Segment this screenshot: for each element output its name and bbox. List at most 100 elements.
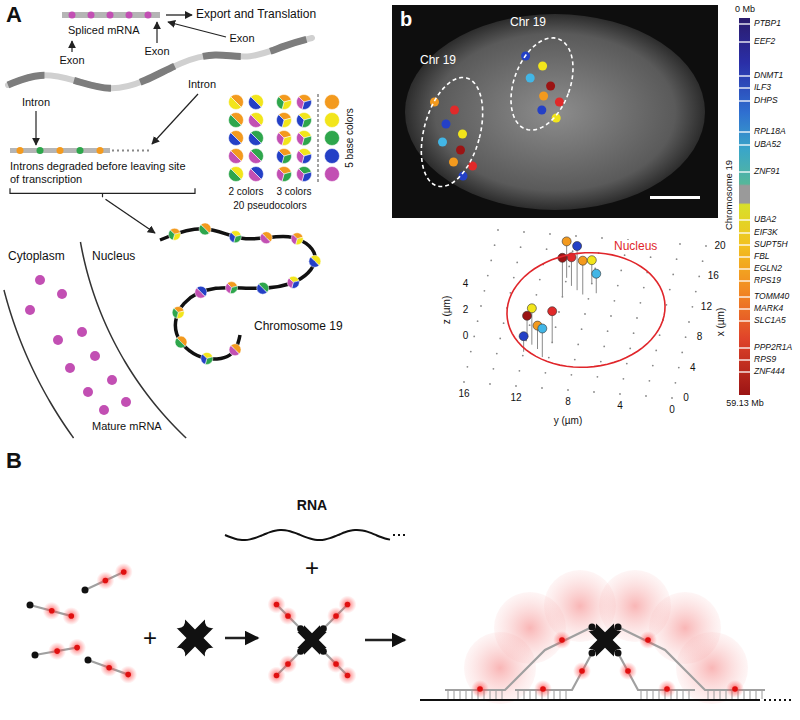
gene-tick (739, 23, 750, 24)
fluor-glow (268, 666, 286, 684)
part-label: Intron (22, 96, 50, 109)
color-code-dot (293, 163, 314, 184)
base-pair (750, 691, 751, 699)
mature-mrna-dot (77, 327, 87, 337)
gene-name: MARK4 (754, 304, 783, 314)
color-code-dot (245, 163, 266, 184)
grid-dot (636, 317, 638, 319)
gene-name: EEF2 (754, 37, 775, 47)
gene-name: UBA52 (754, 140, 781, 150)
grid-dot (463, 381, 465, 383)
color-code-dot (306, 253, 323, 270)
biotin-end (615, 624, 622, 631)
scaffold-protein (580, 615, 631, 666)
gene-tick (739, 371, 750, 372)
biotin-end (27, 602, 34, 609)
fluor-glow (534, 680, 552, 698)
probe-dot (88, 12, 95, 19)
color-code-dot (273, 163, 294, 184)
grid-dot (499, 338, 501, 340)
grid-dot (480, 305, 482, 307)
color-code-dot (273, 91, 294, 112)
grid-dot (649, 380, 651, 382)
grid-dot (565, 281, 567, 283)
gene-tick (739, 359, 750, 360)
fish-spot (456, 146, 465, 155)
leader-arrow (106, 199, 156, 233)
locus-dot (523, 311, 532, 320)
fish-spot (555, 98, 564, 107)
grid-dot (572, 250, 574, 252)
locus-dot (519, 332, 528, 341)
color-code-dot (273, 145, 294, 166)
gene-tick (739, 244, 750, 245)
oligo-probe (618, 627, 765, 690)
color-code-dot (285, 274, 302, 291)
gene-tick (739, 320, 750, 321)
path-part (293, 115, 306, 128)
color-code-dot (225, 109, 246, 130)
group-label: 5 base colors (344, 108, 356, 167)
fluor-glow (639, 631, 657, 649)
grid-dot (490, 260, 492, 262)
grid-dot (497, 229, 499, 231)
axis-title: y (µm) (554, 415, 583, 427)
base-pair (744, 691, 745, 699)
fish-spot (438, 138, 447, 147)
lollipop-stem (582, 261, 583, 295)
grid-dot (529, 324, 531, 326)
chromosome-territory: Chr 19 (502, 12, 582, 134)
part-label: Exon (229, 32, 254, 45)
base-pair (726, 691, 727, 699)
gene-tick (739, 347, 750, 348)
fish-spot (449, 158, 458, 167)
outline-path (507, 253, 665, 368)
fluorophore (732, 686, 738, 692)
grid-dot (567, 389, 569, 391)
path-part (245, 169, 261, 185)
grid-dot (487, 275, 489, 277)
fluorophore (274, 673, 280, 679)
rna-continuation (393, 534, 408, 536)
fluor-glow (115, 563, 133, 581)
grid-dot (522, 355, 524, 357)
path-part (321, 91, 342, 112)
outline-shape (490, 236, 690, 376)
group-label: 20 pseudocolors (233, 200, 306, 212)
grid-dot (655, 350, 657, 352)
biotin-end (85, 657, 92, 664)
bracket (10, 188, 195, 193)
path-part (273, 151, 286, 164)
base-pair (554, 691, 555, 699)
tick-label: 16 (458, 388, 469, 400)
probe-dot (57, 147, 64, 154)
fluor-glow (553, 631, 571, 649)
grid-dot (541, 387, 543, 389)
base-pair (530, 691, 531, 699)
scaffold-protein (167, 610, 224, 667)
biotin-end (82, 587, 89, 594)
lollipop-stem (577, 246, 578, 290)
base-pair (524, 691, 525, 699)
axis-title: Chromosome 19 (724, 160, 735, 230)
cell-membrane (4, 290, 74, 438)
grid-dot (698, 276, 700, 278)
part-label: Chromosome 19 (254, 320, 343, 334)
probe-dot (77, 147, 84, 154)
grid-dot (705, 245, 707, 247)
gene-tick (739, 87, 750, 88)
oligo-probe (515, 653, 592, 690)
path-part (223, 283, 234, 294)
grid-dot (581, 328, 583, 330)
path-part (225, 97, 241, 113)
tick-label: 0 (463, 331, 469, 343)
grid-dot (493, 368, 495, 370)
fluor-glow (338, 666, 356, 684)
gene-name: ZNF91 (754, 167, 780, 177)
divider-line (318, 94, 319, 182)
mature-mrna-dot (35, 275, 45, 285)
plus-sign: + (305, 554, 319, 582)
grid-dot (519, 370, 521, 372)
rna-continuation (764, 699, 792, 701)
